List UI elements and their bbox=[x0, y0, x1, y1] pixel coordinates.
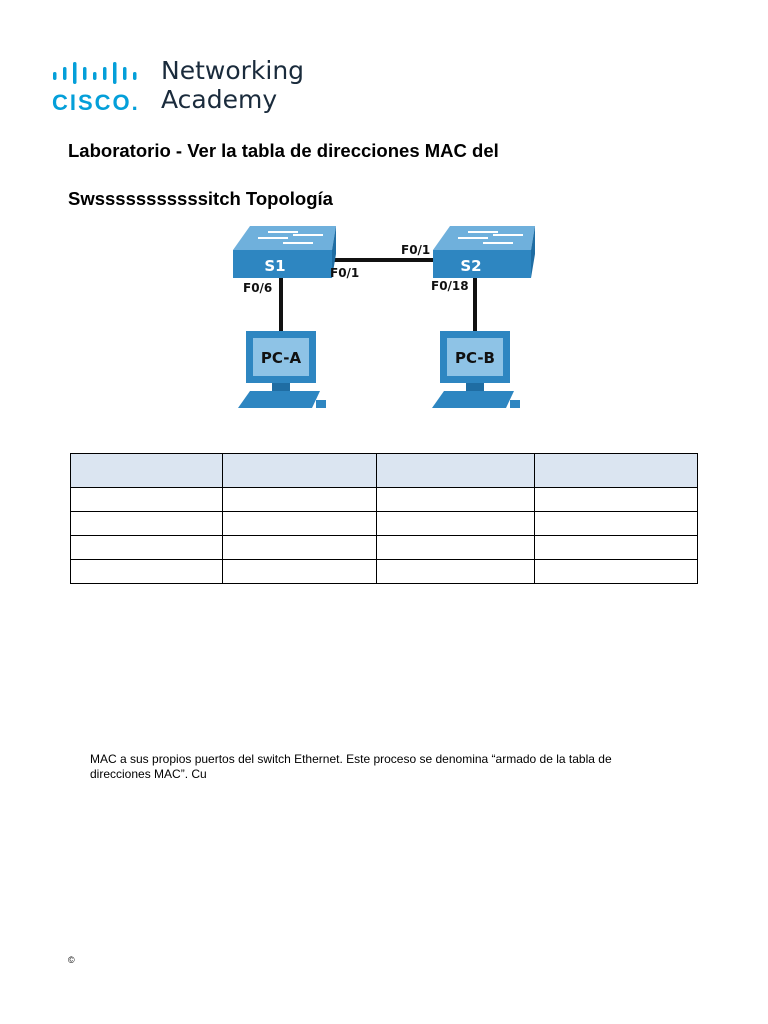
cisco-networking-academy-logo: CISCO. Networking Academy bbox=[52, 56, 312, 118]
table-cell bbox=[222, 535, 377, 560]
table-cell bbox=[375, 535, 535, 560]
table-cell bbox=[222, 559, 377, 584]
pc-a: PC-A bbox=[238, 331, 326, 408]
cisco-wordmark: CISCO. bbox=[52, 90, 140, 115]
switch-s1-label: S1 bbox=[264, 257, 285, 275]
pc-a-label: PC-A bbox=[261, 349, 302, 367]
body-paragraph: MAC a sus propios puertos del switch Eth… bbox=[90, 752, 612, 781]
logo-academy-text: Academy bbox=[161, 85, 278, 114]
pc-b: PC-B bbox=[432, 331, 520, 408]
port-label-s1-pc: F0/6 bbox=[243, 281, 272, 295]
table-header-cell bbox=[533, 453, 699, 488]
table-cell bbox=[222, 487, 377, 512]
port-label-s1-uplink: F0/1 bbox=[330, 266, 359, 280]
copyright-symbol: © bbox=[68, 955, 75, 965]
switch-s2-label: S2 bbox=[460, 257, 481, 275]
switch-arrows-icon bbox=[258, 231, 323, 244]
cisco-bars-icon bbox=[53, 62, 137, 84]
table-cell bbox=[375, 559, 535, 584]
switch-s1: S1 bbox=[233, 226, 336, 278]
pc-b-label: PC-B bbox=[455, 349, 495, 367]
table-header-cell bbox=[375, 453, 535, 488]
table-cell bbox=[533, 535, 699, 560]
table-header-cell bbox=[69, 453, 224, 488]
table-cell bbox=[533, 559, 699, 584]
table-row bbox=[69, 511, 699, 536]
topology-diagram: S1 S2 F0/1 F0/1 F0/6 F0/18 PC-A PC-B bbox=[233, 226, 535, 408]
table-cell bbox=[533, 511, 699, 536]
table-cell bbox=[69, 511, 224, 536]
table-row bbox=[69, 535, 699, 560]
table-cell bbox=[69, 535, 224, 560]
document-title-line1: Laboratorio - Ver la tabla de direccione… bbox=[68, 140, 499, 161]
table-header-cell bbox=[222, 453, 377, 488]
table-cell bbox=[222, 511, 377, 536]
table-cell bbox=[533, 487, 699, 512]
table-row bbox=[69, 487, 699, 512]
table-header-row bbox=[69, 453, 699, 488]
switch-s2: S2 bbox=[433, 226, 535, 278]
port-label-s2-uplink: F0/1 bbox=[401, 243, 430, 257]
addressing-table bbox=[69, 453, 699, 584]
table-cell bbox=[69, 487, 224, 512]
port-label-s2-pc: F0/18 bbox=[431, 279, 469, 293]
table-cell bbox=[375, 487, 535, 512]
table-row bbox=[69, 559, 699, 584]
table-cell bbox=[375, 511, 535, 536]
switch-arrows-icon bbox=[458, 231, 523, 244]
logo-networking-text: Networking bbox=[161, 56, 305, 85]
table-cell bbox=[69, 559, 224, 584]
document-title-line2: Swsssssssssssitch Topología bbox=[68, 188, 333, 209]
